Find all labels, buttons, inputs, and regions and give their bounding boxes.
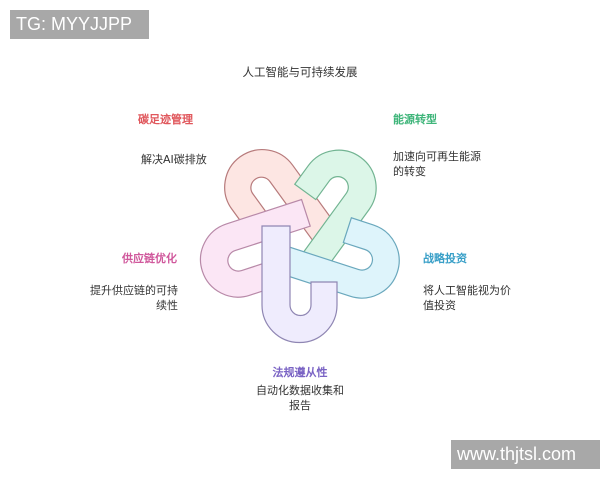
desc-energy-transition: 加速向可再生能源的转变: [393, 150, 481, 178]
watermark-website: www.thjtsl.com: [451, 440, 600, 469]
desc-supply-chain: 提升供应链的可持续性: [90, 284, 178, 312]
watermark-telegram: TG: MYYJJPP: [10, 10, 149, 39]
label-strategic-investment: 战略投资: [423, 252, 467, 265]
desc-regulatory-compliance: 自动化数据收集和报告: [256, 384, 344, 412]
diagram-title: 人工智能与可持续发展: [242, 65, 358, 79]
desc-carbon-footprint: 解决AI碳排放: [141, 153, 207, 166]
desc-strategic-investment: 将人工智能视为价值投资: [423, 284, 511, 312]
label-supply-chain: 供应链优化: [122, 252, 177, 265]
label-regulatory-compliance: 法规遵从性: [272, 366, 328, 379]
label-carbon-footprint: 碳足迹管理: [138, 113, 193, 126]
label-energy-transition: 能源转型: [393, 113, 437, 126]
